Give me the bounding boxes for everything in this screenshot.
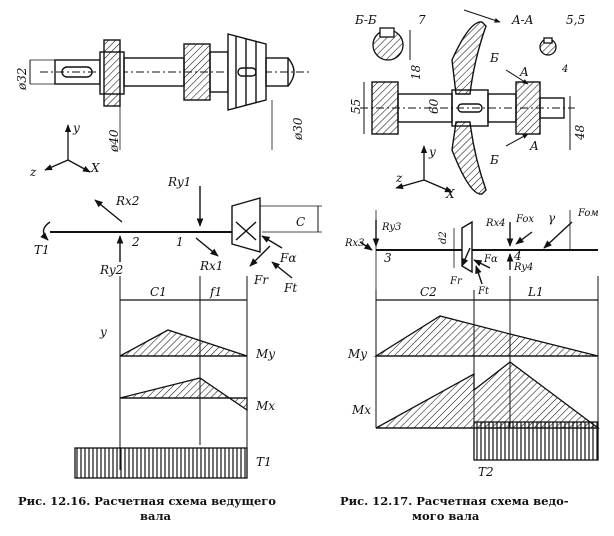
angle-gamma: γ [548, 211, 556, 225]
caption-1-line1: Расчетная схема ведущего [94, 494, 276, 508]
span-c2: C2 [420, 285, 437, 299]
axis-x-label: X [90, 161, 100, 175]
section-bb [372, 27, 411, 61]
dim-d30: ø30 [291, 117, 305, 141]
dim-d2: d2 [438, 231, 449, 244]
load-ry3: Ry3 [381, 222, 401, 233]
section-mark-b-top: Б [489, 51, 499, 65]
dim-c: C [296, 215, 305, 229]
diagram-t1-label: T1 [256, 455, 272, 469]
section-bb-dim18: 18 [409, 64, 423, 80]
load-fa-2: Fα [483, 254, 498, 265]
drive-shaft-loading-scheme [40, 186, 322, 279]
axis-z-label-2: z [395, 171, 403, 185]
section-mark-a-bottom: A [529, 139, 539, 153]
caption-2-number: Рис. 12.17. [340, 494, 413, 508]
caption-figure-12-17: Рис. 12.17. Расчетная схема ведо- мого в… [340, 494, 610, 524]
figure-12-17: Б-Б 7 18 A-A 5,5 4 55 [344, 9, 600, 479]
dim-d32: ø32 [15, 68, 29, 92]
coordinate-axes-1 [44, 124, 91, 173]
load-ry4: Ry4 [513, 262, 533, 273]
load-fr: Fr [253, 273, 269, 287]
diagram-torque-2 [473, 421, 599, 461]
diagram-my-label-2: My [347, 347, 367, 361]
driven-shaft-loading-scheme [359, 210, 598, 290]
diagram-mx-1 [119, 377, 248, 412]
point-4: 4 [513, 249, 522, 263]
dim-48: 48 [573, 124, 587, 141]
point-2: 2 [131, 235, 140, 249]
spans-2 [375, 276, 599, 460]
diagram-my-1 [119, 329, 248, 357]
driven-shaft-drawing [360, 9, 575, 195]
coordinate-axes-2 [395, 145, 453, 193]
figure-12-16: ø32 ø40 ø30 y z X [15, 33, 322, 479]
spans-1 [119, 276, 248, 470]
axis-x-label-2: X [445, 187, 455, 201]
span-c1: C1 [150, 285, 167, 299]
section-aa [539, 37, 557, 56]
load-ft-2: Ft [477, 286, 490, 297]
load-rx4: Rx4 [485, 218, 506, 229]
load-fom: Foм [577, 208, 599, 219]
section-mark-b-bottom: Б [489, 153, 499, 167]
diagram-my-2 [373, 315, 599, 357]
point-1: 1 [176, 235, 184, 249]
diagram-t2-label: T2 [478, 465, 494, 479]
section-bb-dim7: 7 [418, 13, 426, 27]
section-aa-title: A-A [511, 13, 534, 27]
axis-y-label-2: y [428, 145, 436, 159]
span-l1: L1 [527, 285, 544, 299]
load-ft: Ft [283, 281, 297, 295]
span-f1: f1 [209, 285, 222, 299]
load-fa: Fα [279, 251, 296, 265]
point-3: 3 [384, 251, 392, 265]
axis-z-label: z [29, 165, 37, 179]
section-mark-a-top: A [519, 65, 529, 79]
load-fox: Fox [515, 214, 534, 225]
caption-1-line2: вала [140, 509, 172, 523]
diagram-mx-label: Mx [255, 399, 275, 413]
caption-figure-12-16: Рис. 12.16. Расчетная схема ведущего вал… [18, 494, 310, 524]
load-rx1: Rx1 [199, 259, 223, 273]
load-fr-2: Fr [449, 276, 463, 287]
diagram-mx-2 [375, 361, 600, 429]
section-bb-title: Б-Б [354, 13, 377, 27]
diagram-y-mark: y [99, 325, 107, 339]
load-rx3: Rx3 [344, 238, 365, 249]
section-aa-dim55: 5,5 [566, 13, 585, 27]
section-aa-dim4: 4 [561, 64, 568, 75]
caption-2-line1: Расчетная схема ведо- [416, 494, 569, 508]
load-ry1: Ry1 [167, 175, 191, 189]
dim-d40: ø40 [107, 129, 121, 153]
caption-2-line2: мого вала [412, 509, 480, 523]
load-ry2: Ry2 [99, 263, 123, 277]
load-rx2: Rx2 [115, 194, 139, 208]
diagram-my-label: My [255, 347, 275, 361]
caption-1-number: Рис. 12.16. [18, 494, 91, 508]
diagram-torque-1 [74, 447, 248, 479]
diagram-mx-label-2: Mx [351, 403, 371, 417]
dim-55: 55 [349, 99, 363, 114]
dim-60: 60 [427, 98, 441, 114]
drive-shaft-drawing [29, 33, 310, 150]
axis-y-label: y [72, 121, 80, 135]
load-t1: T1 [34, 243, 50, 257]
